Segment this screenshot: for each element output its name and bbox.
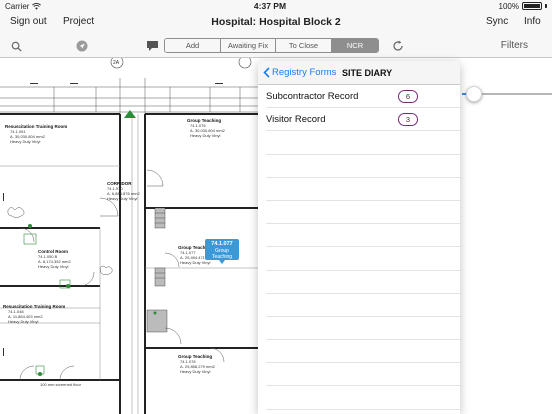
room-area-0: A. 30,030.804 mm2 [10,134,46,139]
comment-icon[interactable] [145,39,159,53]
segment-ncr[interactable]: NCR [332,39,378,52]
room-finish-1: Heavy Duty Vinyl [190,133,220,138]
issue-pin-bubble[interactable]: 74.1.077 Group Teaching 1/4 [205,239,239,266]
room-finish-5: Heavy Duty Vinyl [8,319,38,324]
empty-list-row [266,131,460,155]
list-item-label: Visitor Record [266,114,326,126]
room-code-2: 74.1.070 [107,186,123,191]
room-label-3: Group Teaching [178,245,212,250]
battery-percent: 100% [498,1,519,11]
room-finish-6: Heavy Duty Vinyl [180,369,210,374]
room-finish-4: Heavy Duty Vinyl [38,264,68,269]
segment-add[interactable]: Add [165,39,221,52]
issue-pin-number: 74.1.077 [211,241,233,247]
info-button[interactable]: Info [524,16,541,27]
carrier-label: Carrier [5,1,30,11]
room-area-4: A. 8,174.352 mm2 [38,259,71,264]
room-finish-3: Heavy Duty Vinyl [180,260,210,265]
room-area-2: A. 6,888.876 mm2 [107,191,140,196]
popover-title: SITE DIARY [342,68,393,78]
empty-list-row [266,363,460,387]
room-area-6: A. 29,858.279 mm2 [180,364,216,369]
empty-list-row [266,317,460,341]
wifi-icon [32,2,42,10]
filters-button[interactable]: Filters [500,40,528,51]
list-item-label: Subcontractor Record [266,91,359,102]
empty-list-row [266,178,460,201]
room-label-6: Group Teaching [178,354,212,359]
room-area-1: A. 30,030.804 mm2 [190,128,226,133]
segment-to-close[interactable]: To Close [276,39,332,52]
empty-list-row [266,201,460,225]
empty-list-row [266,247,460,271]
count-badge: 3 [398,113,418,127]
room-finish-0: Heavy Duty Vinyl [10,139,40,144]
status-segmented-control: Add Awaiting Fix To Close NCR [164,38,379,53]
chevron-left-icon [263,67,270,78]
issue-pin-sub: 1/4 [218,259,226,266]
empty-list-row [266,224,460,248]
navigation-bar: Sign out Project Hospital: Hospital Bloc… [0,12,552,34]
search-icon[interactable] [9,39,23,53]
refresh-icon[interactable] [391,39,405,53]
room-label-1: Group Teaching [187,118,221,123]
issue-pin-label: Group Teaching [211,247,232,260]
status-bar: Carrier 4:37 PM 100% [0,0,552,12]
empty-list-row [266,294,460,317]
list-item[interactable]: Subcontractor Record 6 [266,85,460,109]
project-button[interactable]: Project [63,16,95,27]
form-list: Subcontractor Record 6 Visitor Record 3 [258,85,460,414]
count-badge: 6 [398,90,418,103]
back-button[interactable]: Registry Forms [263,67,336,78]
room-finish-2: Heavy Duty Vinyl [107,196,137,201]
room-label-5: Resuscitation Training Room [3,304,65,309]
room-label-0: Resuscitation Training Room [5,124,67,129]
empty-rows [258,131,460,410]
site-diary-popover: Registry Forms SITE DIARY Subcontractor … [258,61,460,414]
list-item[interactable]: Visitor Record 3 [266,108,460,132]
zoom-slider-track[interactable] [462,93,552,95]
room-code-3: 74.1.077 [180,250,196,255]
grid-label-2a: 2A [113,60,120,66]
room-code-4: 74.1.050 B [38,254,58,259]
empty-list-row [266,271,460,294]
room-code-1: 74.1.076 [190,123,206,128]
back-button-label: Registry Forms [272,67,337,78]
room-code-5: 74.1.048 [8,309,24,314]
status-time: 4:37 PM [253,1,287,11]
segment-awaiting-fix[interactable]: Awaiting Fix [221,39,276,52]
room-code-0: 74.1.051 [10,129,26,134]
sign-out-button[interactable]: Sign out [10,16,47,27]
room-area-5: A. 11,864.403 mm2 [8,314,43,319]
floor-plan-svg: 2A [0,58,258,414]
room-code-6: 74.1.078 [180,359,196,364]
room-label-2: CORRIDOR [107,181,132,186]
empty-list-row [266,386,460,410]
toolbar: Add Awaiting Fix To Close NCR Filters [0,34,552,58]
battery-icon [521,2,542,10]
popover-header: Registry Forms SITE DIARY [258,61,460,85]
empty-list-row [266,155,460,178]
location-icon[interactable] [75,39,89,53]
room-area-3: A. 29,494.471 mm2 [180,255,216,260]
room-label-7: 100 mm screened floor [40,382,82,387]
sync-button[interactable]: Sync [486,16,509,27]
empty-list-row [266,340,460,364]
room-label-4: Control Room [38,249,68,254]
zoom-slider-thumb[interactable] [466,86,482,102]
